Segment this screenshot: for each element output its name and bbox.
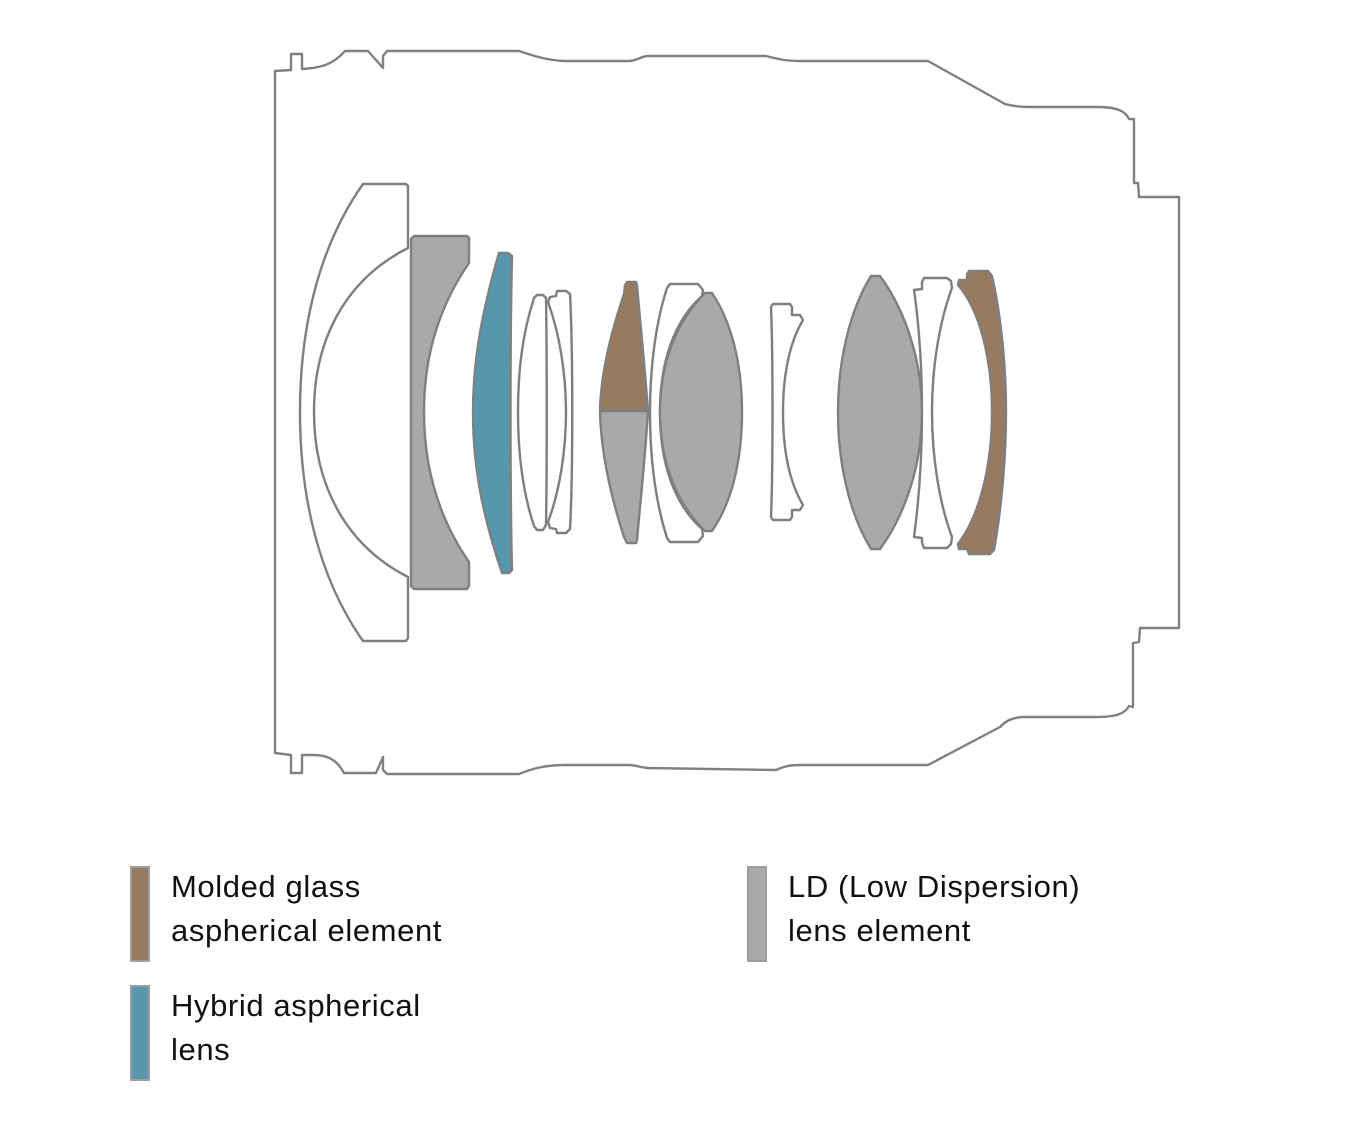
molded-glass-aspherical-swatch <box>130 866 150 962</box>
hybrid-aspherical-swatch <box>130 985 150 1081</box>
lens-element-5 <box>546 289 574 535</box>
legend-label-line2: lens element <box>788 913 971 948</box>
legend-label-line1: LD (Low Dispersion) <box>788 869 1081 904</box>
lens-element-1 <box>298 182 410 643</box>
legend-label-line1: Hybrid aspherical <box>171 988 421 1023</box>
ld-swatch <box>747 866 767 962</box>
legend-label-line2: aspherical element <box>171 913 443 948</box>
lens-element-11 <box>912 276 954 550</box>
lens-construction-diagram <box>273 49 1181 776</box>
lens-barrel-outline <box>273 49 1181 776</box>
lens-element-8-ld <box>658 291 744 533</box>
legend-label-line1: Molded glass <box>171 869 361 904</box>
lens-element-6-ld <box>598 409 650 545</box>
legend-label: Hybrid aspherical lens <box>171 984 421 1072</box>
legend-item-molded-glass-aspherical: Molded glass aspherical element <box>130 866 442 962</box>
lens-element-2-ld <box>409 234 471 591</box>
lens-element-4 <box>516 293 548 532</box>
legend-item-hybrid-aspherical: Hybrid aspherical lens <box>130 985 421 1081</box>
legend-item-ld: LD (Low Dispersion) lens element <box>747 866 1080 962</box>
legend-label: Molded glass aspherical element <box>171 865 442 953</box>
lens-element-9 <box>769 302 805 522</box>
lens-element-10-ld <box>836 274 924 551</box>
lens-element-3-hybrid-aspherical <box>471 251 514 575</box>
legend-label: LD (Low Dispersion) lens element <box>788 865 1080 953</box>
legend-label-line2: lens <box>171 1032 231 1067</box>
lens-element-12-molded-glass-aspherical <box>956 269 1008 556</box>
lens-element-6-molded-glass-aspherical <box>598 280 650 413</box>
